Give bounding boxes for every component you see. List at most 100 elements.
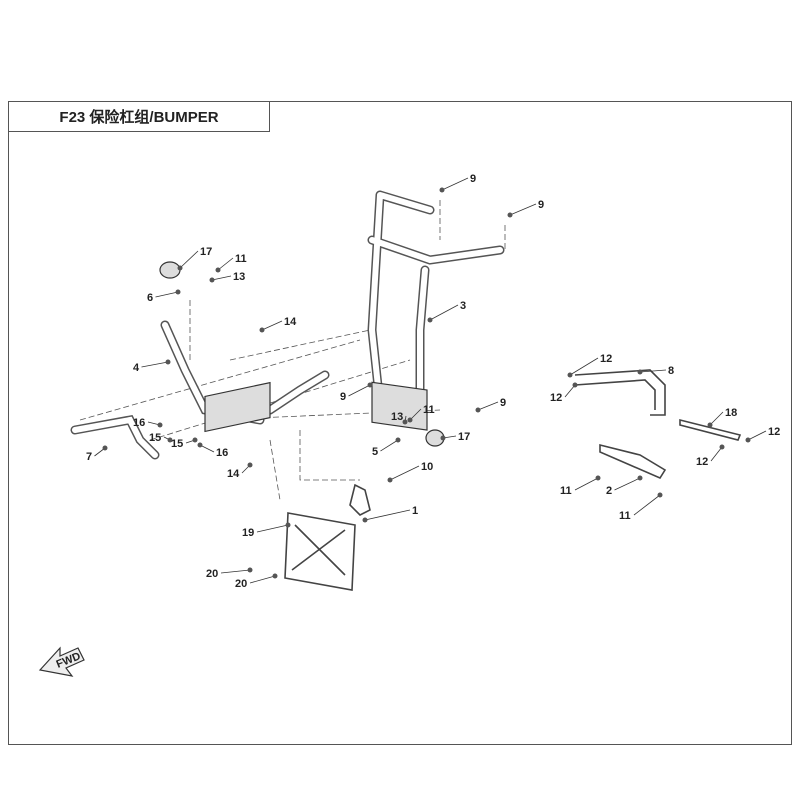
callout-number: 5 xyxy=(372,446,378,458)
assembly-lines xyxy=(79,200,506,501)
fastener-icon xyxy=(247,567,253,573)
callout-number: 19 xyxy=(242,527,254,539)
leader-line xyxy=(747,430,767,441)
fastener-icon xyxy=(285,522,291,528)
callout-number: 11 xyxy=(423,404,435,416)
leader-line xyxy=(564,384,576,398)
part-rear-bracket xyxy=(574,369,666,416)
callout-number: 12 xyxy=(696,456,708,468)
leader-line xyxy=(155,291,179,298)
fastener-icon xyxy=(215,267,221,273)
part-upper-frame xyxy=(367,190,505,431)
fastener-icon xyxy=(192,437,198,443)
callout-number: 9 xyxy=(470,173,476,185)
leader-line xyxy=(261,320,283,331)
callout-number: 15 xyxy=(149,432,161,444)
fastener-icon xyxy=(102,445,108,451)
callout-number: 20 xyxy=(206,568,218,580)
fastener-icon xyxy=(637,475,643,481)
callout-number: 16 xyxy=(133,417,145,429)
callout-number: 9 xyxy=(538,199,544,211)
leader-line xyxy=(639,369,667,373)
fastener-icon xyxy=(247,462,253,468)
callout-number: 1 xyxy=(412,505,418,517)
part-1-bracket xyxy=(349,483,371,516)
callout-number: 17 xyxy=(458,431,470,443)
leader-line xyxy=(217,257,234,271)
fastener-icon xyxy=(362,517,368,523)
drawing-frame xyxy=(8,101,792,745)
fastener-icon xyxy=(507,212,513,218)
fastener-icon xyxy=(272,573,278,579)
leader-line xyxy=(220,569,251,574)
fastener-icon xyxy=(259,327,265,333)
callout-number: 16 xyxy=(216,447,228,459)
callout-number: 11 xyxy=(560,485,572,497)
fastener-icon xyxy=(167,437,173,443)
leader-line xyxy=(709,411,724,426)
leader-line xyxy=(633,494,661,516)
part-side-tube xyxy=(70,414,160,460)
fastener-icon xyxy=(427,317,433,323)
part-17-cap xyxy=(159,261,181,279)
fastener-icon xyxy=(707,422,713,428)
callout-number: 9 xyxy=(340,391,346,403)
fastener-icon xyxy=(175,289,181,295)
callout-number: 12 xyxy=(550,392,562,404)
callout-number: 11 xyxy=(619,510,631,522)
callout-number: 4 xyxy=(133,362,140,374)
fastener-icon xyxy=(157,422,163,428)
callout-number: 14 xyxy=(284,316,297,328)
callout-number: 18 xyxy=(725,407,737,419)
leader-line xyxy=(429,304,459,321)
fastener-icon xyxy=(165,359,171,365)
fastener-icon xyxy=(572,382,578,388)
callout-number: 6 xyxy=(147,292,153,304)
fastener-icon xyxy=(440,435,446,441)
fastener-icon xyxy=(745,437,751,443)
center-plate xyxy=(204,381,271,433)
leader-line xyxy=(179,250,199,269)
leader-line xyxy=(569,357,599,376)
page-title: F23 保险杠组/BUMPER xyxy=(8,101,270,132)
callout-number: 15 xyxy=(171,438,183,450)
leader-line xyxy=(364,509,411,521)
leader-line xyxy=(574,477,599,491)
fastener-icon xyxy=(595,475,601,481)
leader-line xyxy=(348,384,371,397)
callout-number: 12 xyxy=(768,426,780,438)
leader-line xyxy=(389,465,420,481)
mount-plate xyxy=(371,381,428,431)
leader-line xyxy=(141,361,169,368)
fastener-icon xyxy=(567,372,573,378)
fastener-icon xyxy=(402,419,408,425)
fastener-icon xyxy=(637,369,643,375)
part-2-bracket xyxy=(599,443,667,480)
fastener-icon xyxy=(395,437,401,443)
callout-number: 13 xyxy=(391,411,403,423)
leader-line xyxy=(199,444,215,453)
fastener-icon xyxy=(197,442,203,448)
leader-line xyxy=(380,439,399,452)
leader-line xyxy=(249,575,276,584)
fastener-icon xyxy=(475,407,481,413)
callout-number: 10 xyxy=(421,461,433,473)
callout-number: 13 xyxy=(233,271,245,283)
callout-number: 7 xyxy=(86,451,92,463)
callout-number: 17 xyxy=(200,246,212,258)
part-19-license-plate xyxy=(284,512,356,591)
callout-number: 14 xyxy=(227,468,240,480)
leader-line xyxy=(441,177,469,191)
fastener-icon xyxy=(367,382,373,388)
part-front-bumper xyxy=(160,320,330,433)
callout-number: 11 xyxy=(235,253,247,265)
fastener-icon xyxy=(387,477,393,483)
leader-line xyxy=(211,275,232,281)
fastener-icon xyxy=(407,417,413,423)
fastener-icon xyxy=(209,277,215,283)
fastener-icon xyxy=(177,265,183,271)
callout-number: 9 xyxy=(500,397,506,409)
leader-line xyxy=(614,477,641,491)
leader-line xyxy=(256,524,289,533)
